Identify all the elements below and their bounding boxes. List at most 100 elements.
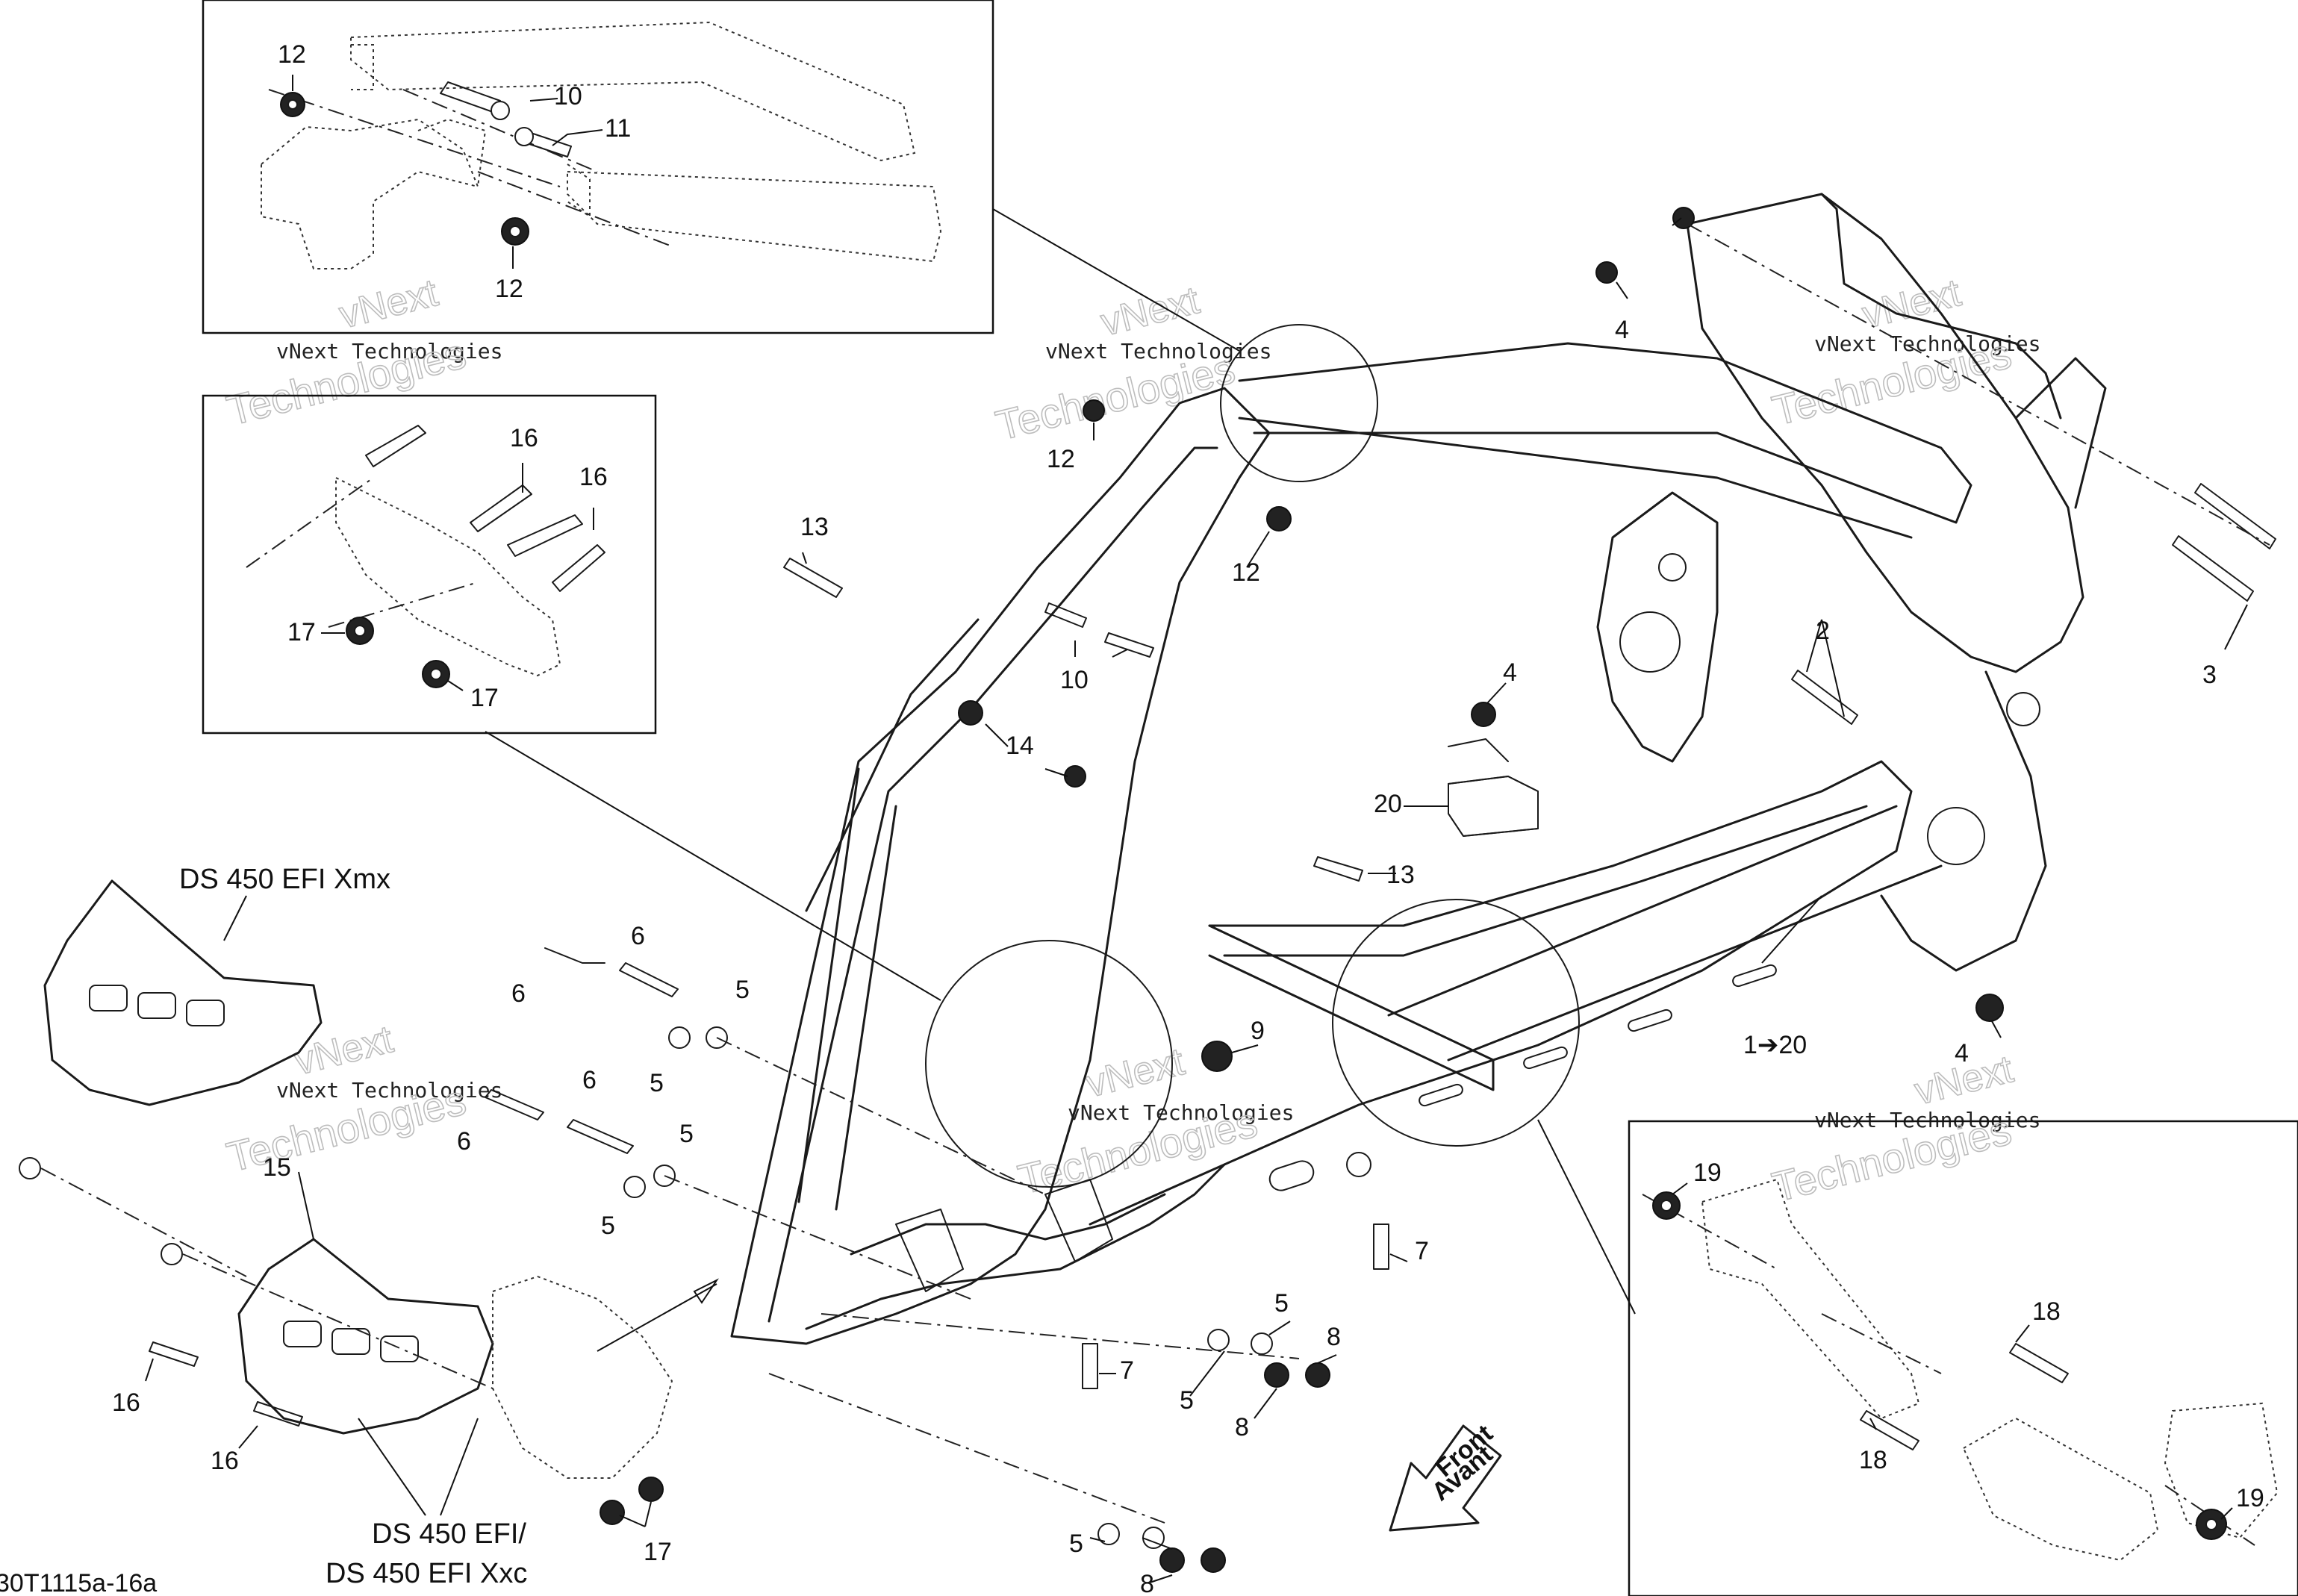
washer <box>1207 1329 1230 1351</box>
callout-8: 8 <box>1140 1570 1154 1596</box>
callout-4: 4 <box>1503 658 1517 687</box>
callout-10: 10 <box>1060 666 1089 694</box>
watermark: vNext Technologies vNext Technologies <box>1767 270 2041 434</box>
front-arrow-icon: Front Avant <box>1389 1419 1502 1532</box>
inset-box-top-left <box>202 0 994 334</box>
svg-text:vNext Technologies: vNext Technologies <box>1045 339 1271 364</box>
nut <box>1595 261 1618 284</box>
bolt <box>149 1341 199 1367</box>
callout-6: 6 <box>582 1066 597 1094</box>
callout-15: 15 <box>263 1153 291 1182</box>
callout-20: 20 <box>1374 790 1402 818</box>
svg-text:vNext Technologies: vNext Technologies <box>1068 1100 1294 1125</box>
callout-16: 16 <box>510 424 538 452</box>
inset-leader <box>485 731 941 1001</box>
callout-6: 6 <box>631 922 645 950</box>
callout-5: 5 <box>1180 1386 1194 1415</box>
nut <box>1064 765 1086 788</box>
inset-box-bottom-right <box>1628 1120 2298 1596</box>
inset-leader <box>992 208 1240 352</box>
bolt <box>2194 483 2276 549</box>
callout-5: 5 <box>735 976 750 1004</box>
nut <box>1083 399 1105 422</box>
svg-text:vNext Technologies: vNext Technologies <box>1814 1108 2040 1132</box>
callout-8: 8 <box>1327 1323 1341 1351</box>
callout-3: 3 <box>2202 661 2217 689</box>
nut <box>600 1500 625 1525</box>
callout-16: 16 <box>579 463 608 491</box>
bolt <box>544 947 605 964</box>
callout-8: 8 <box>1235 1413 1249 1441</box>
nut <box>1201 1041 1233 1072</box>
callout-2: 2 <box>1816 617 1830 645</box>
bolt <box>567 1119 634 1154</box>
rail-slots <box>1268 964 1777 1191</box>
main-frame <box>730 193 2107 1345</box>
nut <box>1159 1547 1185 1573</box>
washer <box>1097 1523 1120 1545</box>
nut <box>1975 994 2004 1022</box>
bolt <box>1313 856 1363 882</box>
callout-13: 13 <box>800 513 829 541</box>
svg-text:vNext: vNext <box>290 1017 398 1084</box>
bolt <box>1104 632 1154 658</box>
nut <box>1201 1547 1226 1573</box>
nut <box>638 1477 664 1502</box>
callout-4: 4 <box>1955 1039 1969 1067</box>
variant-label-xmx: DS 450 EFI Xmx <box>179 864 390 895</box>
callout-17: 17 <box>287 618 316 646</box>
callout-5: 5 <box>601 1212 615 1240</box>
nut <box>1471 702 1496 727</box>
bolt <box>485 1089 544 1120</box>
callout-5: 5 <box>679 1120 694 1148</box>
callout-17: 17 <box>644 1538 672 1566</box>
callout-19: 19 <box>1693 1159 1722 1187</box>
watermark: vNext Technologies vNext Technologies <box>1013 1039 1295 1203</box>
bolt <box>2172 535 2254 602</box>
callout-leaders <box>145 75 2248 1583</box>
washer <box>1251 1332 1273 1355</box>
callout-7: 7 <box>1120 1356 1134 1385</box>
callout-5: 5 <box>650 1069 664 1097</box>
washer <box>623 1176 646 1198</box>
bolt <box>1791 670 1858 725</box>
bolt <box>1044 602 1087 628</box>
callout-12: 12 <box>278 40 306 69</box>
bolt <box>253 1401 303 1427</box>
watermark-group: vNext Technologies vNext Technologies vN… <box>222 270 2041 1211</box>
callout-13: 13 <box>1386 861 1415 889</box>
callout-5: 5 <box>1069 1530 1083 1558</box>
callout-10: 10 <box>554 82 582 110</box>
callout-17: 17 <box>470 684 499 712</box>
variant-label-xxc: DS 450 EFI Xxc <box>326 1558 527 1589</box>
bolt <box>619 962 679 997</box>
svg-text:vNext: vNext <box>1097 278 1204 345</box>
svg-text:vNext Technologies: vNext Technologies <box>276 1078 502 1103</box>
callout-18: 18 <box>1859 1446 1887 1474</box>
svg-text:vNext Technologies: vNext Technologies <box>1814 331 2040 356</box>
callout-12: 12 <box>1232 558 1260 587</box>
callout-5: 5 <box>1274 1289 1289 1318</box>
svg-text:vNext Technologies: vNext Technologies <box>276 339 502 364</box>
callout-4: 4 <box>1615 316 1629 344</box>
callout-6: 6 <box>457 1127 471 1156</box>
inset-leader <box>1537 1119 1636 1315</box>
callout-19: 19 <box>2236 1484 2264 1512</box>
nut <box>1266 506 1292 532</box>
nut <box>958 700 983 726</box>
callout-12: 12 <box>1047 445 1075 473</box>
callout-11: 11 <box>605 114 631 143</box>
callout-14: 14 <box>1006 732 1034 760</box>
doc-code: 30T1115a-16a <box>0 1569 157 1596</box>
callout-9: 9 <box>1251 1017 1265 1045</box>
callout-12: 12 <box>495 275 523 303</box>
svg-text:vNext: vNext <box>335 271 443 337</box>
washer <box>668 1026 691 1049</box>
watermark: vNext Technologies vNext Technologies <box>1767 1047 2041 1211</box>
pin <box>1373 1224 1389 1270</box>
callout-7: 7 <box>1415 1237 1429 1265</box>
callout-18: 18 <box>2032 1297 2061 1326</box>
callout-labels: 12 10 11 12 16 16 17 17 12 12 13 10 14 2… <box>0 40 2264 1596</box>
nut <box>1264 1362 1289 1388</box>
